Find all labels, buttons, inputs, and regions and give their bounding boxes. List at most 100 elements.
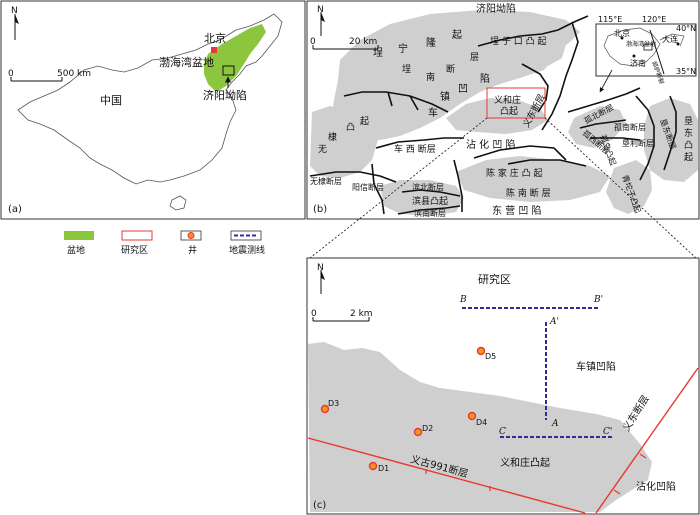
legend-well-label: 井 [188,244,197,256]
kenli-fault: 垦利断层 [622,138,654,148]
well-d2: D2 [413,424,433,437]
panel-b-title-top: 济阳坳陷 [476,2,516,15]
panel-a: N 0 500 km 北京 渤海湾盆地 济阳坳陷 中国 (a) [0,0,306,220]
panel-b-scale-start: 0 [310,37,316,47]
panel-a-jiyang: 济阳坳陷 [203,88,247,102]
well-d1: D1 [368,461,389,473]
legend: 盆地 研究区 井 地震测线 [64,230,265,256]
wudi-3: 凸 [346,122,355,133]
panel-a-bohai: 渤海湾盆地 [159,55,214,69]
yihezhuang-uplift-area [308,342,652,512]
legend-seismic-label: 地震测线 [229,244,265,256]
panel-b-north-arrow: N [317,5,325,36]
panel-c-chezhen: 车镇凹陷 [576,360,616,373]
binnan-fault: 滨南断层 [414,208,446,218]
yihezhuang2: 凸起 [500,106,518,117]
panel-c-title: 研究区 [478,272,511,286]
seismic-c-end: C' [603,427,612,437]
hainan-island [169,195,187,211]
chengzikou: 埕 子 口 凸 起 [490,36,546,47]
inset-dalian: 大连 [662,34,678,44]
yihezhuang: 义和庄 [494,94,521,106]
connector-left [309,117,488,259]
chexi-fault: 车 西 断层 [394,143,436,155]
panel-c-label: (c) [313,500,326,511]
well-d4: D4 [467,411,487,427]
wudi-4: 起 [360,116,369,127]
china-outline [17,13,283,185]
yangxin-fault: 阳信断层 [352,182,384,192]
well-d5-label: D5 [485,352,496,361]
gunan-fault: 孤南断层 [614,122,646,132]
panel-c-north-label: N [317,263,324,273]
chennan-fault: 陈 南 断 层 [506,187,551,199]
kendong-uplift-3: 凸 [684,140,693,151]
chengzikou-uplift-shape [496,36,566,68]
chezhen-3: 凹 [458,84,468,95]
well-d3: D3 [320,399,339,414]
seismic-b-start: B [459,295,467,305]
panel-a-north-label: N [11,6,18,16]
legend-study-swatch [121,230,153,241]
chengning-2: 宁 [398,42,408,55]
chengning-1: 埕 [373,47,383,59]
panel-a-scale-bar: 0 500 km [8,69,91,82]
chenjiazhuang: 陈 家 庄 凸 起 [486,167,542,179]
chezhen-2: 镇 [440,90,450,103]
chengnan-1: 埕 [402,64,411,75]
panel-c-scale-bar: 0 2 km [311,309,373,322]
well-d3-label: D3 [328,399,339,408]
legend-study-label: 研究区 [121,244,148,256]
panel-c-yihezhuang: 义和庄凸起 [500,456,550,469]
zhanhua-depression: 沾 化 凹 陷 [466,138,516,151]
panel-c-scale-start: 0 [311,309,317,319]
panel-a-scale-end: 500 km [57,69,91,79]
binxian-uplift: 滨县凸起 [412,195,448,207]
panel-a-scale-start: 0 [8,69,14,79]
seismic-b-end: B' [593,295,603,305]
dongying-depression: 东 营 凹 陷 [492,204,542,217]
legend-basin-swatch [64,231,94,240]
inset-lon2: 120°E [642,15,666,24]
panel-b-scale-bar: 0 20 km [310,37,379,50]
yidong-fault-line [595,367,699,514]
seismic-a-end: A' [549,317,559,327]
panel-a-beijing: 北京 [204,31,226,45]
qingtuo-uplift-shape [606,160,652,214]
seismic-a-start: A [551,419,559,429]
chengnan-2: 南 [426,71,435,83]
wudi-uplift-shape [310,106,378,178]
yigu-fault-line [307,437,586,514]
wudi-fault: 无棣断层 [310,176,342,186]
panel-a-label: (a) [8,204,22,215]
inset-lat2: 35°N [676,67,696,76]
wudi-1: 无 [318,144,327,155]
chengning-3: 隆 [426,36,436,49]
inset-bohai: 渤海湾盆地 [626,40,656,48]
yihezhuang-uplift-shape [446,98,548,134]
jiyang-box [222,65,235,76]
panel-b-study-area-box [486,87,546,119]
chengnan-4: 层 [470,52,479,63]
panel-b-faults [309,15,677,215]
chengning-4: 起 [452,29,462,41]
chezhen-4: 陷 [480,72,490,85]
seismic-c-start: C [499,427,506,437]
panel-a-north-arrow: N [11,6,19,40]
panel-a-china: 中国 [100,94,122,107]
yidong-fault-ticks [613,453,647,495]
panel-b: 济阳坳陷 埕 宁 隆 起 埕 子 口 凸 起 埕 南 断 层 埕 车 镇 凹 陷… [306,0,700,220]
legend-well-swatch [187,232,195,239]
inset-beijing: 北京 [614,28,630,38]
panel-c: B B' A A' C C' D1 D2 D3 D4 D5 研究区 车镇凹陷 义… [306,257,700,515]
well-d2-label: D2 [422,424,433,433]
kendong-uplift-1: 垦 [684,116,693,127]
well-d1-label: D1 [378,464,389,473]
panel-c-zhanhua: 沾化凹陷 [636,480,676,493]
binbei-fault: 滨北断层 [412,182,444,192]
binxian-uplift-shape [380,180,464,216]
yigu-fault-ticks [425,469,491,491]
legend-basin-label: 盆地 [67,244,85,256]
panel-b-north-label: N [317,5,324,15]
beijing-marker [211,47,217,53]
